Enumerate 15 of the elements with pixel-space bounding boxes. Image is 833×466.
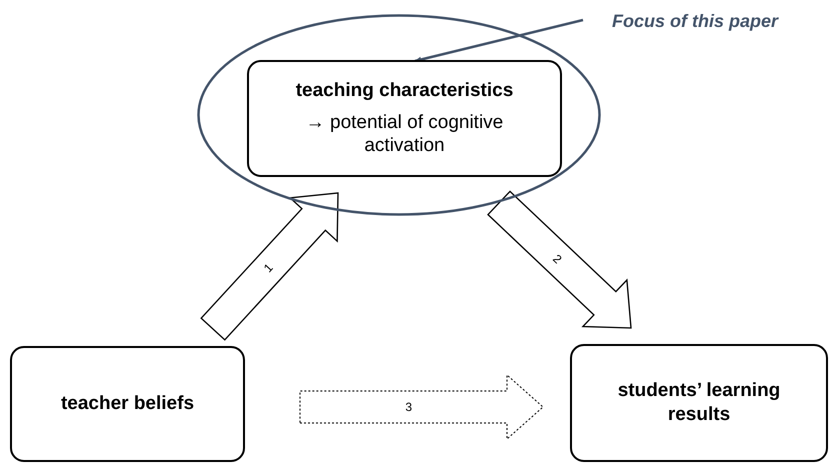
edge-label: 2: [551, 252, 564, 266]
rounded-box: [10, 346, 245, 462]
edge-label: 3: [405, 401, 412, 413]
callout-text: Focus of this paper: [580, 6, 810, 36]
box-title: teacher beliefs: [60, 392, 194, 416]
edge-label: 1: [262, 261, 276, 274]
box-subtitle: → potential of cognitive activation: [304, 110, 504, 158]
box-title: students’ learning results: [616, 379, 782, 427]
leader-arrow: [414, 18, 584, 62]
box-title: teaching characteristics: [296, 78, 514, 103]
rounded-box: [570, 344, 828, 462]
block-arrow: [200, 192, 339, 341]
rounded-box: [247, 60, 562, 177]
block-arrow: [487, 190, 632, 329]
block-arrow: [300, 374, 544, 440]
